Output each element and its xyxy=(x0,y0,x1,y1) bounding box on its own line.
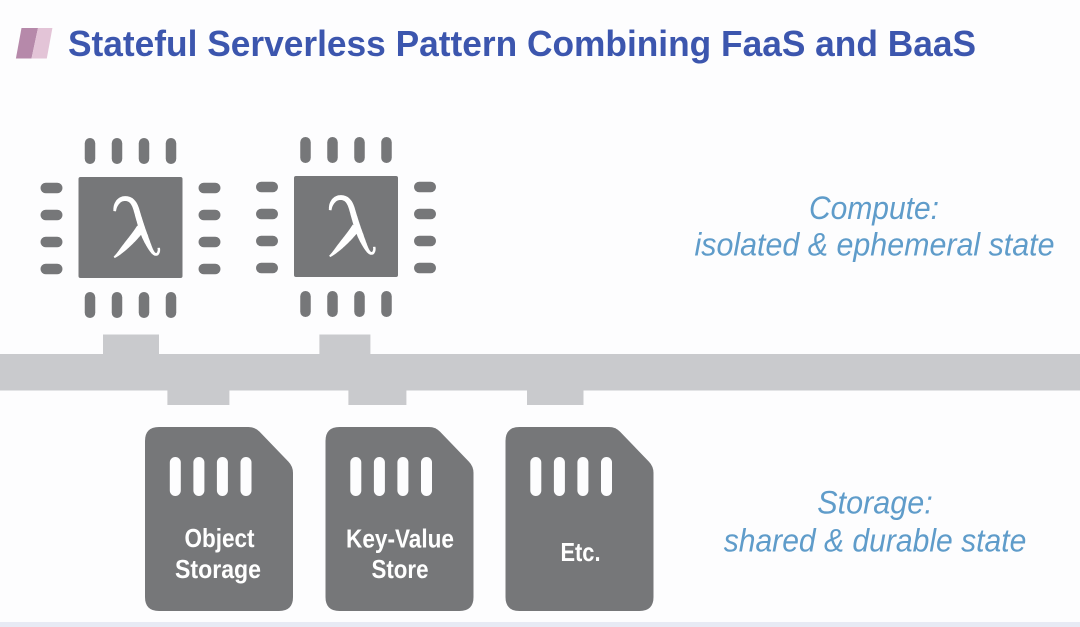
svg-text:shared & durable state: shared & durable state xyxy=(724,523,1027,559)
svg-text:Object: Object xyxy=(185,523,255,553)
svg-text:Compute:: Compute: xyxy=(809,190,939,226)
svg-text:Etc.: Etc. xyxy=(561,537,601,567)
svg-text:Stateful Serverless Pattern Co: Stateful Serverless Pattern Combining Fa… xyxy=(68,23,976,64)
svg-text:Store: Store xyxy=(372,554,429,584)
svg-text:Storage:: Storage: xyxy=(817,485,932,521)
svg-text:Key-Value: Key-Value xyxy=(346,524,454,554)
svg-text:isolated & ephemeral state: isolated & ephemeral state xyxy=(695,226,1055,262)
svg-text:Storage: Storage xyxy=(175,554,261,584)
